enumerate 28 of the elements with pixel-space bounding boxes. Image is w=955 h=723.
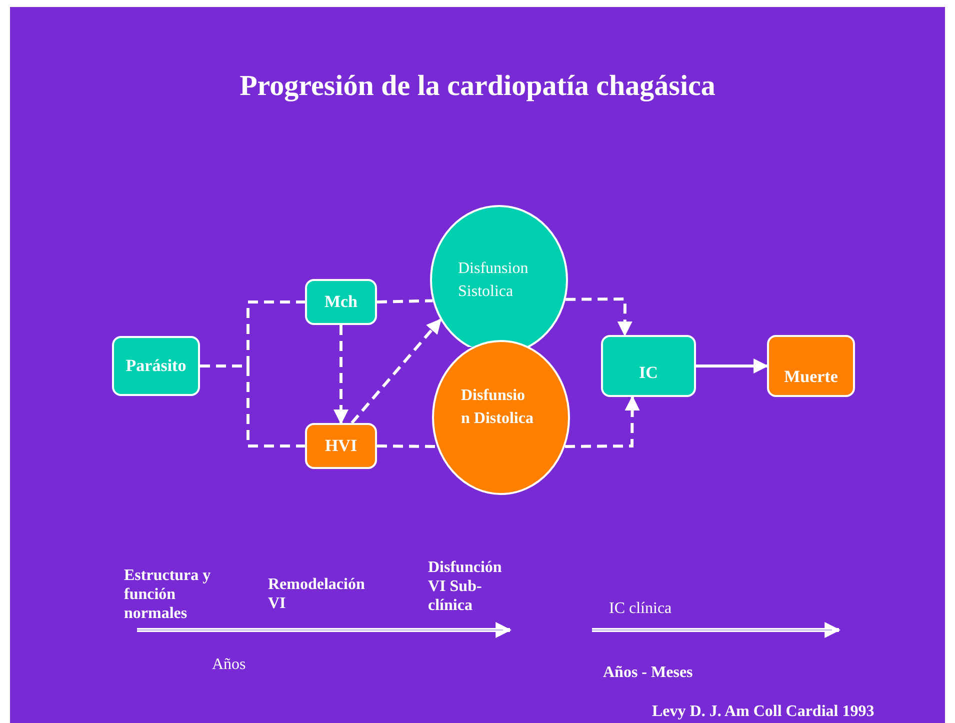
node-label: Parásito — [126, 356, 186, 376]
node-label: Mch — [324, 292, 358, 312]
arrow — [696, 358, 768, 374]
arrow — [564, 396, 640, 448]
connector-line — [376, 299, 433, 304]
slide-title: Progresión de la cardiopatía chagásica — [240, 70, 716, 103]
citation-text: Levy D. J. Am Coll Cardial 1993 — [652, 702, 874, 722]
process-box — [112, 336, 200, 396]
connector-line — [376, 444, 438, 448]
process-box — [601, 335, 696, 397]
node-label: Disfunsio n Distolica — [461, 386, 534, 430]
stage-label: Remodelación VI — [268, 575, 366, 614]
stage-label: IC clínica — [609, 599, 672, 618]
connector-line — [200, 364, 305, 448]
arrow — [334, 325, 348, 424]
node-label: Muerte — [784, 367, 838, 387]
process-box — [767, 335, 855, 397]
duration-label: Años — [212, 655, 246, 674]
arrow — [566, 297, 632, 336]
process-box — [305, 279, 377, 325]
node-label: Disfunsion Sistolica — [458, 259, 530, 302]
duration-label: Años - Meses — [603, 663, 693, 682]
node-label: IC — [639, 363, 658, 383]
stage-label: Disfunción VI Sub-clínica — [428, 558, 503, 616]
node-label: HVI — [324, 436, 358, 456]
process-box — [305, 423, 377, 469]
stage-label: Estructura y función normales — [124, 566, 212, 624]
arrow — [350, 318, 442, 424]
